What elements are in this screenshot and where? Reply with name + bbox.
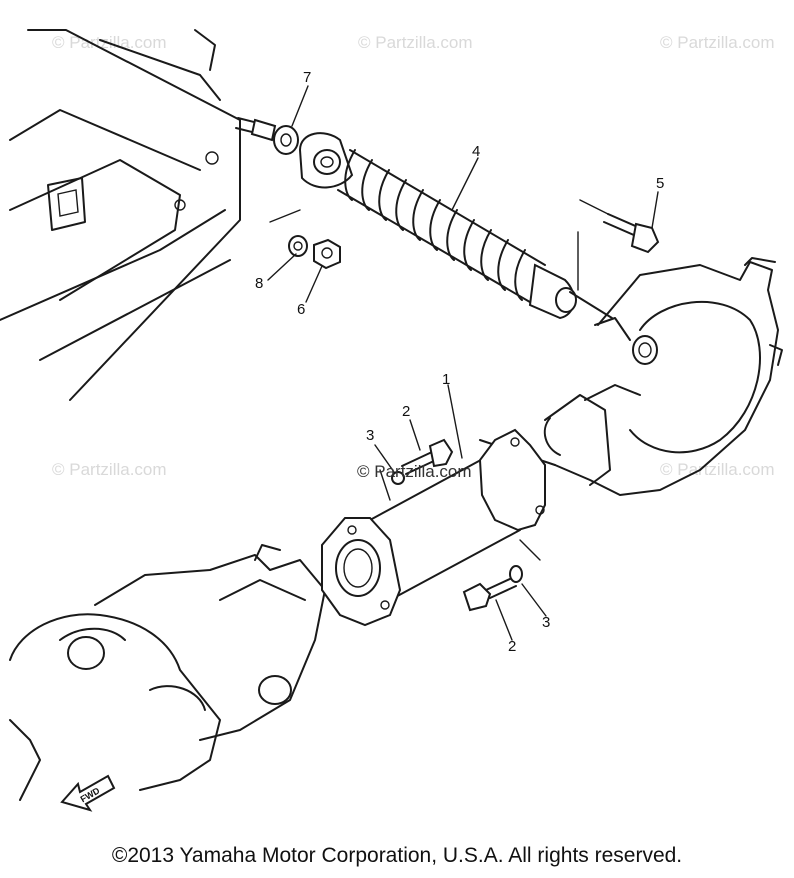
leader-lines bbox=[267, 85, 659, 641]
shock-absorber bbox=[298, 132, 613, 320]
copyright-notice: ©2013 Yamaha Motor Corporation, U.S.A. A… bbox=[111, 844, 683, 867]
callout-4: 4 bbox=[472, 143, 480, 160]
alignment-guide bbox=[579, 199, 609, 215]
callout-1: 1 bbox=[442, 371, 450, 388]
callout-3-lower: 3 bbox=[542, 614, 550, 631]
watermark-mid-left: © Partzilla.com bbox=[52, 460, 167, 479]
callout-8: 8 bbox=[255, 275, 263, 292]
upper-mount-bolt bbox=[235, 117, 299, 155]
alignment-guide bbox=[269, 209, 301, 223]
watermark-center: © Partzilla.com bbox=[357, 462, 472, 481]
callout-labels: 7 4 5 8 6 1 2 3 2 3 bbox=[255, 69, 664, 655]
callout-6: 6 bbox=[297, 301, 305, 318]
drive-shaft-tube bbox=[321, 428, 556, 627]
callout-2-upper: 2 bbox=[402, 403, 410, 420]
frame-drawing bbox=[0, 29, 241, 401]
watermark-top-right: © Partzilla.com bbox=[660, 33, 775, 52]
engine-housing bbox=[9, 544, 326, 801]
callout-2-lower: 2 bbox=[508, 638, 516, 655]
watermarks: © Partzilla.com © Partzilla.com © Partzi… bbox=[52, 33, 775, 479]
callout-7: 7 bbox=[303, 69, 311, 86]
watermark-mid-right: © Partzilla.com bbox=[660, 460, 775, 479]
watermark-top-center: © Partzilla.com bbox=[358, 33, 473, 52]
drive-housing bbox=[543, 257, 783, 496]
fwd-arrow: FWD bbox=[60, 774, 116, 812]
callout-3-upper: 3 bbox=[366, 427, 374, 444]
shock-spring bbox=[344, 149, 526, 301]
washer-and-nut bbox=[288, 235, 341, 270]
lower-mount-bolt bbox=[577, 213, 660, 291]
flange-bolts bbox=[391, 438, 523, 612]
callout-5: 5 bbox=[656, 175, 664, 192]
